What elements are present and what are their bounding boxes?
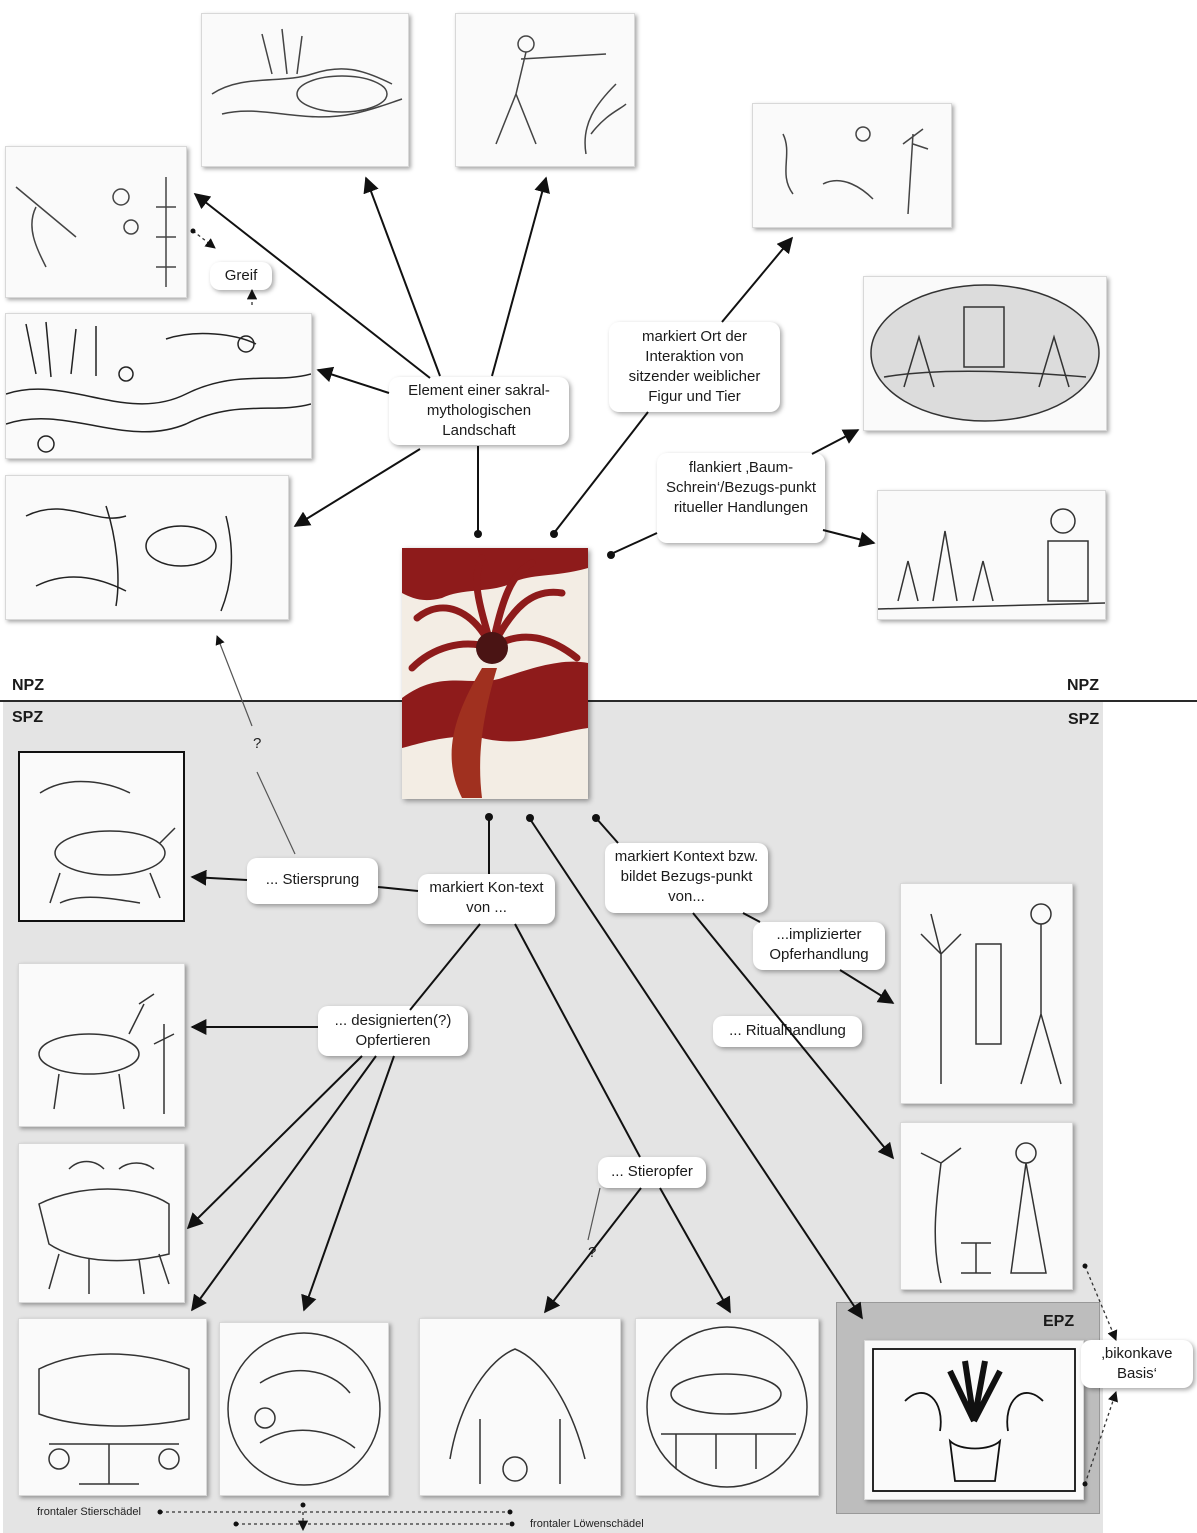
dotted-griffin-to-greif — [192, 230, 216, 249]
image-griffin-seated — [5, 146, 187, 298]
label-ritual: ... Ritualhandlung — [713, 1016, 862, 1047]
image-bull-sacrifice-altar — [18, 1318, 207, 1496]
image-woman-palm-altar — [900, 1122, 1073, 1290]
label-stieropfer: ... Stieropfer — [598, 1157, 706, 1188]
question-mark-stieropfer: ? — [588, 1244, 597, 1261]
arrow-flankiert-to-shrine — [822, 529, 876, 548]
npz-label-left: NPZ — [12, 677, 44, 694]
image-bull-netted — [18, 1143, 185, 1303]
arrow-flankiert-to-ring — [811, 429, 860, 455]
note-loewenschaedel: frontaler Löwenschädel — [530, 1518, 644, 1530]
image-oval-ring — [863, 276, 1107, 431]
arrow-element-to-figure — [491, 176, 550, 377]
spz-label-left: SPZ — [12, 709, 44, 726]
label-kontext-bezug: markiert Kontext bzw. bildet Bezugs-punk… — [605, 843, 768, 913]
central-palm-fresco — [402, 548, 588, 799]
image-landscape-river — [5, 313, 312, 459]
line-flankiert-to-center — [610, 532, 658, 555]
label-bikonkav: ‚bikonkave Basis‘ — [1081, 1340, 1193, 1388]
image-goat-altar — [18, 963, 185, 1127]
npz-spz-divider — [0, 700, 1197, 702]
label-stiersprung: ... Stiersprung — [247, 858, 378, 904]
question-mark-stiersprung: ? — [253, 735, 262, 752]
image-figure-palm-altar — [900, 883, 1073, 1104]
note-stierschaedel: frontaler Stierschädel — [37, 1506, 141, 1518]
image-trussed-bull-table — [635, 1318, 819, 1496]
label-impliziert: ...implizierter Opferhandlung — [753, 922, 885, 970]
label-greif: Greif — [210, 262, 272, 290]
image-bull-lion-seal — [219, 1322, 389, 1496]
image-fragments — [752, 103, 952, 228]
label-kontext: markiert Kon-text von ... — [418, 874, 555, 924]
image-bull-leaping — [18, 751, 185, 922]
arrow-element-to-lions — [363, 176, 441, 377]
image-griffin-lions — [201, 13, 409, 167]
image-bikonkave-basis — [864, 1340, 1084, 1500]
image-lions-bull-head — [419, 1318, 621, 1496]
image-women-shrine — [877, 490, 1106, 620]
epz-label: EPZ — [1043, 1313, 1075, 1330]
npz-label-right: NPZ — [1067, 677, 1099, 694]
label-ort: markiert Ort der Interaktion von sitzend… — [609, 322, 780, 412]
spz-label-right: SPZ — [1068, 711, 1100, 728]
arrow-ort-to-fragments — [721, 236, 794, 323]
label-flankiert: flankiert ‚Baum-Schrein‘/Bezugs-punkt ri… — [657, 453, 825, 543]
label-designiert: ... designierten(?) Opfertieren — [318, 1006, 468, 1056]
arrow-element-to-landscape-bull — [293, 448, 421, 527]
image-figure-plants — [455, 13, 635, 167]
image-landscape-bull — [5, 475, 289, 620]
label-element: Element einer sakral-mythologischen Land… — [389, 377, 569, 445]
arrow-element-to-river — [316, 366, 390, 394]
